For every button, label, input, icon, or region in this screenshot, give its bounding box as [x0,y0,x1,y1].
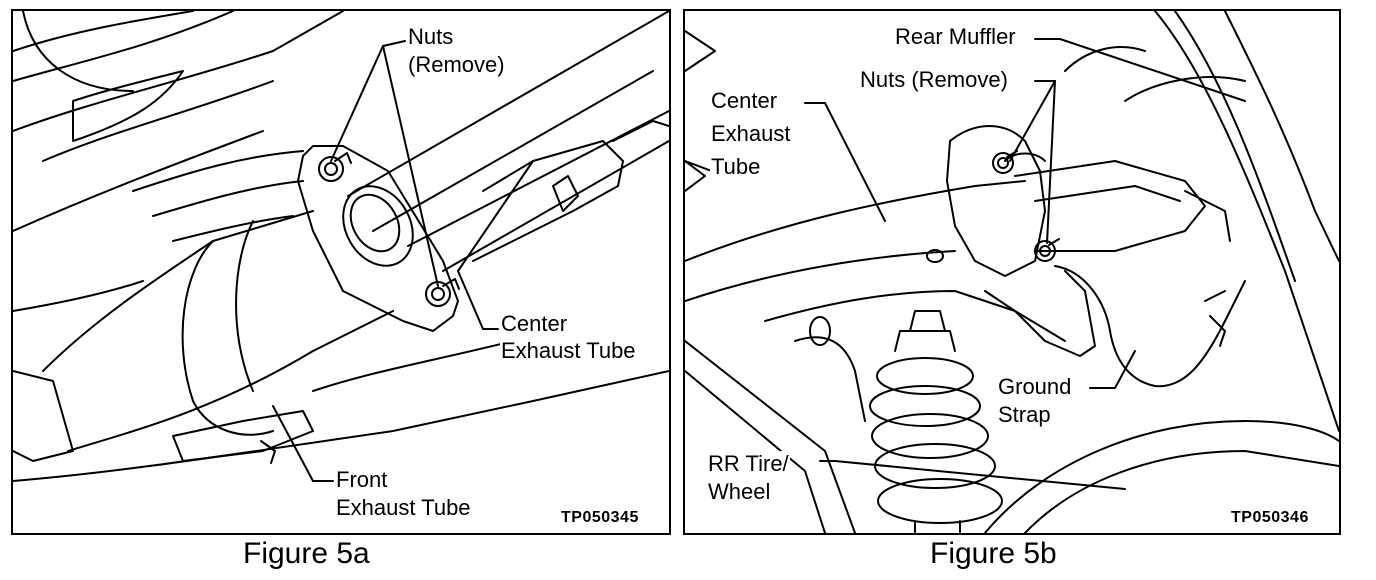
rear-muffler-label: Rear Muffler [894,24,1017,50]
rr-tire-wheel-label-line1: RR Tire/ [707,451,790,477]
center-exhaust-tube-label-line2: Exhaust Tube [500,338,637,364]
nut-upper [318,152,352,182]
nuts-label-line1: Nuts [407,24,455,50]
nuts-remove-label: Nuts (Remove) [859,67,1009,93]
center-exhaust-tube-label-line1: Center [710,88,779,114]
figure-5a-caption: Figure 5a [243,537,370,570]
figure-5b-caption: Figure 5b [930,537,1057,570]
center-exhaust-tube-label-line3: Tube [710,154,762,180]
nut-lower [1034,238,1060,262]
figure-code: TP050346 [1231,509,1309,527]
figure-5a-panel: Nuts (Remove) Center Exhaust Tube Front … [11,9,671,535]
center-exhaust-tube-label-line1: Center [500,311,569,337]
figure-code: TP050345 [561,509,639,527]
center-exhaust-tube-label-line2: Exhaust [710,121,792,147]
nuts-label-line2: (Remove) [407,52,506,78]
front-exhaust-tube-label-line2: Exhaust Tube [335,495,472,521]
figure-5b-panel: Rear Muffler Nuts (Remove) Center Exhaus… [683,9,1341,535]
rr-tire-wheel-label-line2: Wheel [707,479,772,505]
front-exhaust-tube-label-line1: Front [335,467,389,493]
ground-strap-label-line1: Ground [997,374,1073,400]
figure-5a-illustration [13,11,669,482]
figure-5b-illustration [685,11,1339,533]
ground-strap-label-line2: Strap [997,402,1052,428]
